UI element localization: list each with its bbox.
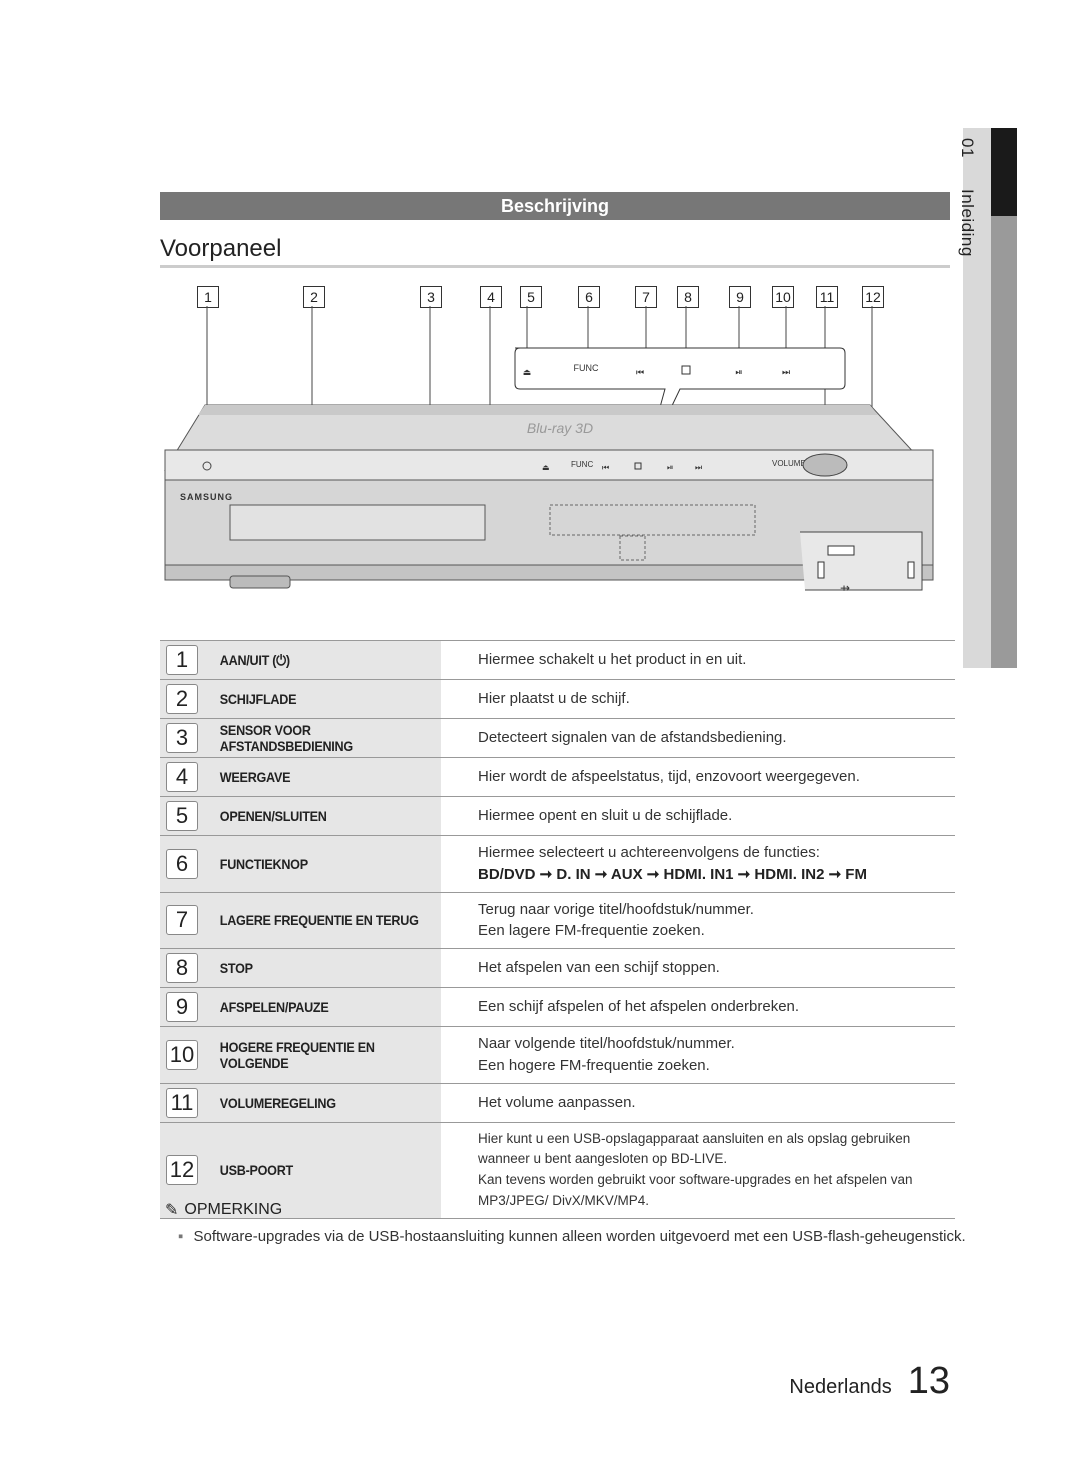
- component-description: Hier wordt de afspeelstatus, tijd, enzov…: [478, 768, 860, 786]
- component-name: AAN/UIT (⏻): [200, 640, 442, 680]
- component-description: Naar volgende titel/hoofdstuk/nummer.: [478, 1035, 735, 1052]
- callout-9: 9: [729, 286, 751, 308]
- component-name: VOLUMEREGELING: [200, 1082, 442, 1122]
- component-description: Een lagere FM-frequentie zoeken.: [478, 922, 705, 940]
- component-description: Terug naar vorige titel/hoofdstuk/nummer…: [478, 900, 754, 918]
- callout-6: 6: [578, 286, 600, 308]
- svg-text:⏭: ⏭: [782, 367, 790, 377]
- component-description: BD/DVD ➞ D. IN ➞ AUX ➞ HDMI. IN1 ➞ HDMI.…: [478, 865, 867, 883]
- svg-text:⏏: ⏏: [542, 463, 550, 472]
- svg-text:⏭: ⏭: [695, 463, 702, 472]
- component-description: Hiermee schakelt u het product in en uit…: [478, 651, 747, 669]
- square-bullet-icon: ▪: [178, 1228, 184, 1245]
- chapter-side-tab: 01 Inleiding: [958, 128, 1017, 668]
- row-number-badge: 11: [166, 1087, 198, 1118]
- bluray-logo: Blu-ray 3D: [527, 420, 593, 436]
- component-name: OPENEN/SLUITEN: [200, 796, 442, 836]
- row-number-badge: 8: [166, 953, 198, 983]
- callout-5: 5: [520, 286, 542, 308]
- pencil-icon: ✎: [165, 1202, 179, 1219]
- page-title: Voorpaneel: [160, 235, 282, 262]
- callout-10: 10: [772, 286, 794, 308]
- component-description: Het volume aanpassen.: [478, 1093, 636, 1111]
- chapter-section: Inleiding: [958, 189, 977, 257]
- callout-1: 1: [197, 286, 219, 308]
- note-item: ▪ Software-upgrades via de USB-hostaansl…: [178, 1228, 966, 1245]
- callout-2: 2: [303, 286, 325, 308]
- svg-text:⏯: ⏯: [735, 367, 742, 377]
- row-number-badge: 2: [166, 684, 198, 714]
- component-name: SENSOR VOOR AFSTANDSBEDIENING: [200, 718, 442, 758]
- callout-4: 4: [480, 286, 502, 308]
- component-description: Een hogere FM-frequentie zoeken.: [478, 1056, 710, 1074]
- component-name: HOGERE FREQUENTIE EN VOLGENDE: [200, 1026, 442, 1083]
- note-heading-label: OPMERKING: [184, 1201, 283, 1218]
- component-description: Detecteert signalen van de afstandsbedie…: [478, 729, 787, 747]
- svg-text:⏯: ⏯: [667, 463, 673, 472]
- component-name: WEERGAVE: [200, 757, 442, 797]
- footer-language: Nederlands: [789, 1376, 892, 1398]
- component-name: SCHIJFLADE: [200, 679, 442, 719]
- row-number-badge: 6: [166, 848, 198, 879]
- func-label-zoom: FUNC: [574, 363, 599, 373]
- chapter-number: 01: [958, 138, 977, 158]
- row-number-badge: 5: [166, 801, 198, 831]
- page-number: 13: [907, 1360, 950, 1402]
- section-bar-label: Beschrijving: [500, 196, 610, 216]
- svg-text:⏮: ⏮: [636, 367, 644, 377]
- volume-label: VOLUME: [772, 459, 806, 468]
- callout-8: 8: [677, 286, 699, 308]
- component-name: AFSPELEN/PAUZE: [200, 987, 442, 1027]
- row-number-badge: 10: [166, 1039, 198, 1070]
- component-description: Hiermee opent en sluit u de schijflade.: [478, 807, 733, 825]
- row-number-badge: 3: [166, 723, 198, 753]
- component-description: Kan tevens worden gebruikt voor software…: [478, 1172, 913, 1209]
- component-name: LAGERE FREQUENTIE EN TERUG: [200, 891, 442, 949]
- front-panel-illustration: ⏏ FUNC ⏮ ⏯ ⏭ Blu-ray 3D ⏏ FUNC ⏮ ⏯ ⏭ VOL…: [164, 306, 934, 595]
- samsung-brand: SAMSUNG: [180, 492, 233, 502]
- callout-11: 11: [816, 286, 838, 308]
- callout-12: 12: [862, 286, 884, 308]
- svg-text:⏮: ⏮: [602, 463, 609, 472]
- component-description: Een schijf afspelen of het afspelen onde…: [478, 998, 800, 1016]
- component-name: USB-POORT: [200, 1121, 442, 1220]
- row-number-badge: 1: [166, 645, 198, 675]
- component-name: FUNCTIEKNOP: [200, 835, 442, 892]
- svg-text:FUNC: FUNC: [571, 460, 593, 469]
- note-text: Software-upgrades via de USB-hostaanslui…: [193, 1228, 966, 1245]
- component-description: Het afspelen van een schijf stoppen.: [478, 959, 720, 977]
- page-footer: Nederlands 13: [789, 1360, 950, 1403]
- svg-text:⏏: ⏏: [523, 367, 532, 377]
- note-heading: ✎ OPMERKING: [165, 1200, 282, 1220]
- section-bar: Beschrijving: [160, 192, 950, 220]
- callout-3: 3: [420, 286, 442, 308]
- component-name: STOP: [200, 948, 442, 988]
- row-number-badge: 7: [166, 905, 198, 936]
- component-description: Hier plaatst u de schijf.: [478, 690, 630, 708]
- component-description: Hier kunt u een USB-opslagapparaat aansl…: [478, 1130, 911, 1167]
- component-description: Hiermee selecteert u achtereenvolgens de…: [478, 844, 820, 861]
- title-divider: [160, 265, 950, 268]
- row-number-badge: 9: [166, 992, 198, 1022]
- svg-text:⇸: ⇸: [840, 581, 850, 595]
- row-number-badge: 12: [166, 1155, 198, 1186]
- row-number-badge: 4: [166, 762, 198, 792]
